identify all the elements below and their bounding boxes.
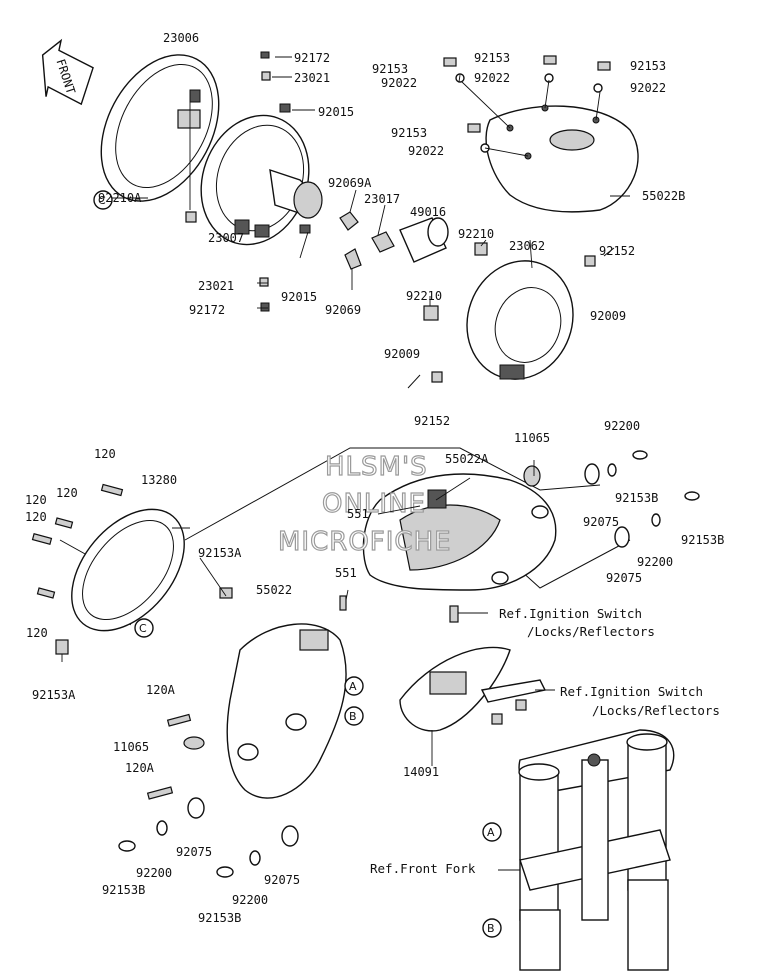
label-92153B-d: 92153B [198, 911, 241, 925]
lower-cover-55022 [226, 623, 347, 799]
label-23021-bot: 23021 [198, 279, 234, 293]
label-92069: 92069 [325, 303, 361, 317]
label-120-e: 120 [26, 626, 48, 640]
label-23017: 23017 [364, 192, 400, 206]
cover-55022B [485, 104, 639, 213]
label-92015-bot: 92015 [281, 290, 317, 304]
label-92152-a: 92152 [599, 244, 635, 258]
svg-text:MICROFICHE: MICROFICHE [278, 527, 452, 557]
label-92172-top: 92172 [294, 51, 330, 65]
label-92210-a: 92210 [458, 227, 494, 241]
label-92200-c: 92200 [136, 866, 172, 880]
label-92153A-a: 92153A [198, 546, 242, 560]
label-551-a: 551 [347, 507, 369, 521]
label-92153B-b: 92153B [681, 533, 724, 547]
label-13280: 13280 [141, 473, 177, 487]
label-92200-d: 92200 [232, 893, 268, 907]
headlight-cover-23062 [407, 242, 615, 389]
label-92075-b: 92075 [606, 571, 642, 585]
label-92153B-a: 92153B [615, 491, 658, 505]
bolts-top-right [443, 55, 611, 153]
svg-text:B: B [349, 710, 357, 723]
label-551-b: 551 [335, 566, 357, 580]
label-55022B: 55022B [642, 189, 685, 203]
svg-text:ONLINE: ONLINE [322, 489, 426, 519]
label-92022-a: 92022 [381, 76, 417, 90]
bolts-120 [31, 483, 124, 599]
label-120-a: 120 [94, 447, 116, 461]
ref-ignition-2-line2: /Locks/Reflectors [592, 703, 720, 718]
socket-49016 [399, 217, 449, 263]
label-92069A: 92069A [328, 176, 372, 190]
label-23021-top: 23021 [294, 71, 330, 85]
svg-text:C: C [139, 622, 147, 635]
svg-text:A: A [487, 826, 495, 839]
label-92200-a: 92200 [604, 419, 640, 433]
label-92153B-c: 92153B [102, 883, 145, 897]
front-fork [518, 729, 675, 971]
label-55022A: 55022A [445, 452, 489, 466]
callout-B-bottom: B [482, 918, 502, 938]
svg-text:B: B [487, 922, 495, 935]
part-labels: 23006 92172 23021 92015 92069A 23017 490… [25, 31, 724, 925]
label-23007: 23007 [208, 231, 244, 245]
leader-lines [61, 56, 630, 871]
label-55022: 55022 [256, 583, 292, 597]
label-92075-c: 92075 [176, 845, 212, 859]
label-92022-c: 92022 [630, 81, 666, 95]
label-92200-b: 92200 [637, 555, 673, 569]
label-92153-b: 92153 [474, 51, 510, 65]
svg-text:A: A [349, 680, 357, 693]
bracket-14091 [399, 605, 547, 732]
callout-C-top: C [93, 190, 113, 210]
headlight-rim-23006 [100, 54, 220, 202]
label-92075-d: 92075 [264, 873, 300, 887]
svg-text:C: C [98, 194, 106, 207]
label-120-d: 120 [25, 510, 47, 524]
label-92172-bot: 92172 [189, 303, 225, 317]
lower-fasteners [118, 595, 347, 878]
label-92009-b: 92009 [384, 347, 420, 361]
watermark: HLSM'S ONLINE MICROFICHE [277, 451, 452, 557]
label-92022-b: 92022 [474, 71, 510, 85]
label-92153A-b: 92153A [32, 688, 76, 702]
label-92022-d: 92022 [408, 144, 444, 158]
label-92152-b: 92152 [414, 414, 450, 428]
callout-C-mid: C [134, 618, 154, 638]
ring-13280 [55, 508, 233, 655]
headlight-housing-23007 [200, 114, 323, 246]
svg-text:HLSM'S: HLSM'S [325, 452, 428, 482]
label-92075-a: 92075 [583, 515, 619, 529]
ref-ignition-2-line1: Ref.Ignition Switch [560, 684, 703, 699]
reference-labels: Ref.Ignition Switch /Locks/Reflectors Re… [370, 606, 720, 876]
label-120A-a: 120A [146, 683, 176, 697]
label-92015-top: 92015 [318, 105, 354, 119]
label-120-c: 120 [56, 486, 78, 500]
callout-A-bottom: A [482, 822, 502, 842]
right-washers [523, 450, 700, 548]
label-14091: 14091 [403, 765, 439, 779]
ref-ignition-1-line1: Ref.Ignition Switch [499, 606, 642, 621]
callout-B-top: B [344, 706, 364, 726]
label-92153-d: 92153 [391, 126, 427, 140]
inner-cover-55022A [362, 473, 557, 591]
label-11065-top: 11065 [514, 431, 550, 445]
label-120-b: 120 [25, 493, 47, 507]
label-92153-a: 92153 [372, 62, 408, 76]
ref-ignition-1-line2: /Locks/Reflectors [527, 624, 655, 639]
label-49016: 49016 [410, 205, 446, 219]
bulb-parts [185, 51, 395, 312]
label-23006: 23006 [163, 31, 199, 45]
ref-front-fork: Ref.Front Fork [370, 861, 476, 876]
label-92210-b: 92210 [406, 289, 442, 303]
front-arrow-icon: FRONT [41, 38, 94, 106]
label-11065-bot: 11065 [113, 740, 149, 754]
label-92009-a: 92009 [590, 309, 626, 323]
label-120A-b: 120A [125, 761, 155, 775]
callout-A-top: A [344, 676, 364, 696]
label-92210A: 92210A [98, 191, 142, 205]
label-23062: 23062 [509, 239, 545, 253]
label-92153-c: 92153 [630, 59, 666, 73]
